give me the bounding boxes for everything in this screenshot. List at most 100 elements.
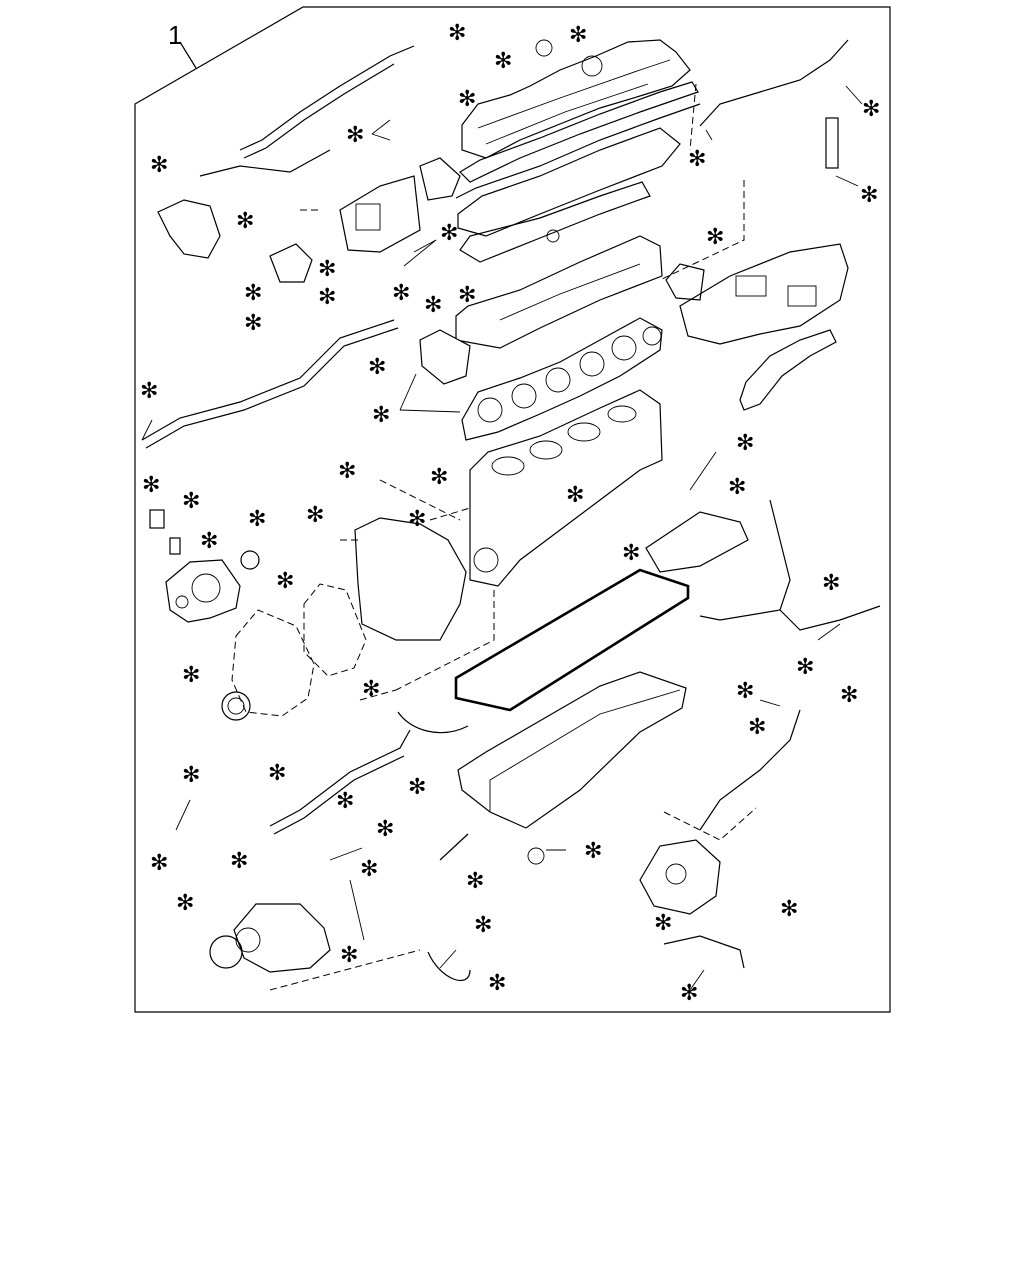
leader-line <box>379 479 461 521</box>
kit-marker: ✻ <box>654 911 672 936</box>
flywheel-housing <box>231 609 315 717</box>
kit-marker: ✻ <box>440 221 458 246</box>
kit-marker: ✻ <box>728 475 746 500</box>
leader-line <box>663 807 757 841</box>
leader-line <box>399 373 417 411</box>
leader-line <box>371 133 391 141</box>
rocker-cover-lower <box>457 127 681 243</box>
leader-line <box>689 969 705 991</box>
exhaust-manifold <box>339 175 421 253</box>
leader-line <box>269 949 421 991</box>
leader-line <box>413 239 437 253</box>
leader-line <box>659 180 745 281</box>
kit-marker: ✻ <box>182 489 200 514</box>
kit-marker: ✻ <box>236 209 254 234</box>
kit-marker: ✻ <box>569 23 587 48</box>
intake-manifold-gasket <box>665 263 705 301</box>
temp-switch <box>169 537 181 555</box>
thermostat-housing <box>157 199 221 259</box>
injector-harness <box>699 39 849 127</box>
egr-pipe-2 <box>243 63 395 159</box>
kit-marker: ✻ <box>430 465 448 490</box>
kit-marker: ✻ <box>182 763 200 788</box>
kit-marker: ✻ <box>466 869 484 894</box>
sensor-harness <box>699 499 791 621</box>
kit-marker: ✻ <box>140 379 158 404</box>
kit-marker: ✻ <box>566 483 584 508</box>
kit-marker: ✻ <box>796 655 814 680</box>
leader-line <box>371 119 391 135</box>
kit-marker: ✻ <box>268 761 286 786</box>
injection-pump <box>233 903 331 973</box>
intake-manifold <box>679 243 849 345</box>
kit-marker: ✻ <box>368 355 386 380</box>
leader-line <box>759 699 781 707</box>
leak-off-pipe <box>427 951 471 981</box>
kit-marker: ✻ <box>340 943 358 968</box>
kit-marker: ✻ <box>150 153 168 178</box>
kit-marker: ✻ <box>372 403 390 428</box>
leader-line <box>141 419 153 441</box>
callout-number: 1 <box>168 20 182 50</box>
leader-line <box>395 590 495 691</box>
egr-valve <box>269 243 313 283</box>
kit-marker: ✻ <box>424 293 442 318</box>
kit-marker: ✻ <box>862 97 880 122</box>
kit-marker: ✻ <box>688 147 706 172</box>
kit-marker: ✻ <box>248 507 266 532</box>
kit-marker: ✻ <box>244 281 262 306</box>
leader-line <box>689 451 717 491</box>
water-pump <box>165 559 241 623</box>
kit-marker: ✻ <box>448 21 466 46</box>
front-cover-gasket <box>303 583 367 677</box>
kit-marker: ✻ <box>474 913 492 938</box>
kit-marker: ✻ <box>494 49 512 74</box>
kit-marker: ✻ <box>748 715 766 740</box>
kit-boundary-frame <box>134 6 891 1013</box>
rocker-housing-gasket <box>459 181 651 263</box>
oil-level-gauge-tube <box>439 833 469 861</box>
crankshaft-rear-seal <box>221 691 251 721</box>
kit-marker: ✻ <box>706 225 724 250</box>
kit-marker: ✻ <box>346 123 364 148</box>
kit-marker: ✻ <box>392 281 410 306</box>
kit-marker: ✻ <box>840 683 858 708</box>
kit-marker: ✻ <box>458 87 476 112</box>
leader-line <box>349 879 365 941</box>
kit-marker: ✻ <box>244 311 262 336</box>
kit-marker: ✻ <box>736 679 754 704</box>
fuel-line <box>141 319 395 441</box>
leader-line <box>429 507 471 521</box>
fuel-injector <box>825 117 839 169</box>
leader-line <box>689 83 697 151</box>
common-rail <box>645 511 749 573</box>
leader-line <box>359 689 397 701</box>
kit-marker: ✻ <box>336 789 354 814</box>
water-outlet <box>419 329 471 385</box>
front-cover <box>354 517 467 641</box>
kit-marker: ✻ <box>780 897 798 922</box>
pump-fuel-pipe <box>699 709 801 831</box>
thermo-sender <box>149 509 165 529</box>
kit-marker: ✻ <box>182 663 200 688</box>
valve-cover <box>461 39 691 159</box>
oil-pipe <box>397 711 469 734</box>
kit-marker: ✻ <box>488 971 506 996</box>
kit-marker: ✻ <box>362 677 380 702</box>
leader-line <box>329 847 363 861</box>
kit-marker: ✻ <box>318 285 336 310</box>
kit-marker: ✻ <box>860 183 878 208</box>
cylinder-head-gasket <box>461 317 663 441</box>
kit-marker: ✻ <box>822 571 840 596</box>
pump-fuel-pipe-2 <box>663 935 745 969</box>
kit-marker: ✻ <box>680 981 698 1006</box>
harness-bracket-line <box>705 129 713 141</box>
valve-cover-gasket <box>455 81 701 199</box>
fuel-line-2 <box>145 327 399 449</box>
injection-pump-o-ring <box>209 935 243 969</box>
kit-marker: ✻ <box>318 257 336 282</box>
kit-marker: ✻ <box>736 431 754 456</box>
high-pressure-pipe <box>269 729 411 827</box>
kit-markers: ✻ ✻ ✻ ✻ ✻ ✻ ✻ ✻ ✻ ✻ ✻ ✻ ✻ ✻ ✻ ✻ ✻ ✻ ✻ ✻ … <box>140 21 880 1006</box>
egr-cooler <box>419 157 461 201</box>
